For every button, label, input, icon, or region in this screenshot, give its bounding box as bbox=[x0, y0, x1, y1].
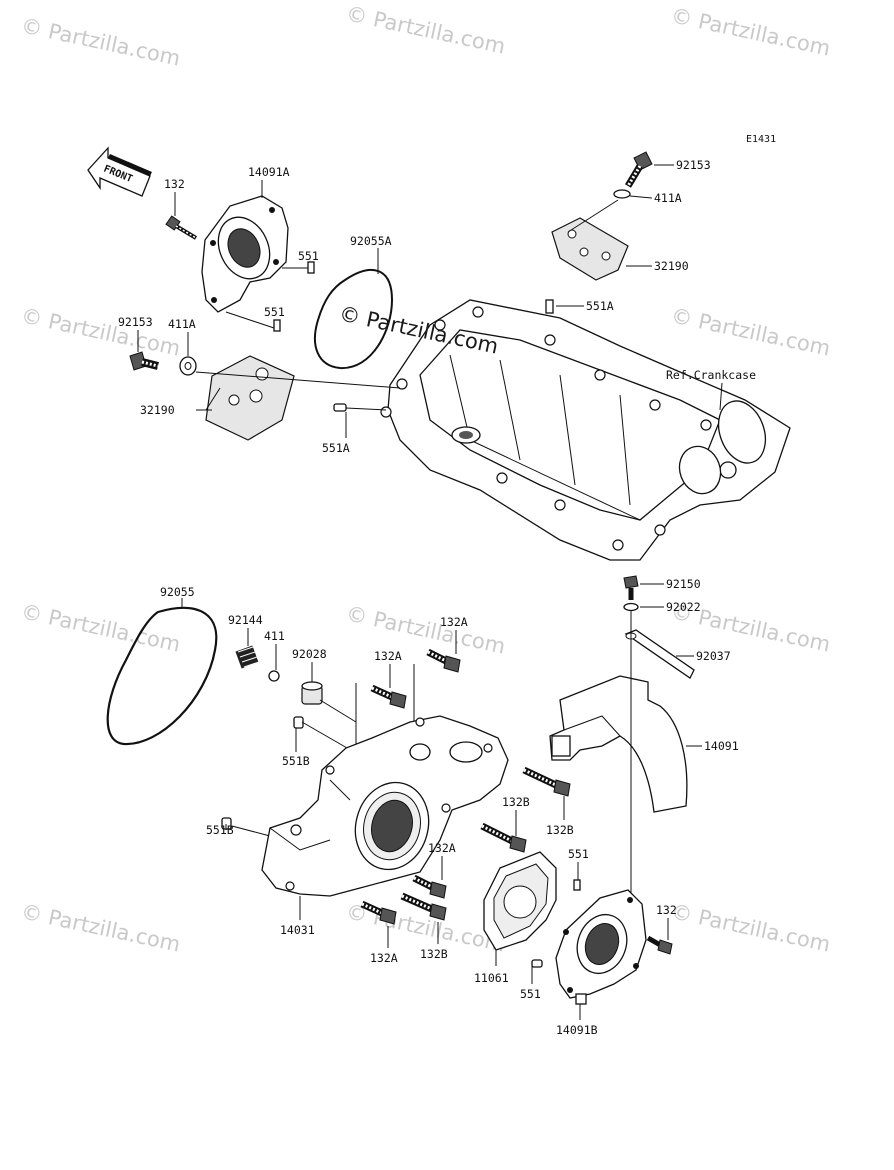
part-label: 14091A bbox=[248, 165, 290, 179]
watermark: © Partzilla.com bbox=[19, 599, 183, 656]
part-label: 92153 bbox=[676, 158, 711, 172]
bracket-32190-top bbox=[551, 217, 629, 281]
part-label: 551 bbox=[298, 249, 319, 263]
part-label: 132A bbox=[440, 615, 468, 629]
watermark: © Partzilla.com bbox=[19, 303, 183, 360]
part-label: 551 bbox=[264, 305, 285, 319]
part-label: 92022 bbox=[666, 600, 701, 614]
front-arrow-icon: FRONT bbox=[87, 146, 152, 197]
part-label: 92153 bbox=[118, 315, 153, 329]
bolt-92153-left bbox=[129, 351, 159, 371]
part-label: 14091B bbox=[556, 1023, 598, 1037]
part-label: 132A bbox=[374, 649, 402, 663]
watermark: © Partzilla.com bbox=[669, 3, 833, 60]
part-label: 92144 bbox=[228, 613, 263, 627]
washer-411A-left bbox=[179, 356, 197, 376]
part-label: 32190 bbox=[140, 403, 175, 417]
spring-92144 bbox=[235, 645, 263, 669]
bolt-132B bbox=[480, 822, 527, 853]
bolt-92150 bbox=[623, 575, 639, 600]
part-label: 92150 bbox=[666, 577, 701, 591]
part-label: 411 bbox=[264, 629, 285, 643]
washer-411A bbox=[613, 189, 631, 199]
bolt-132A bbox=[360, 900, 397, 925]
housing-14031 bbox=[261, 715, 509, 897]
plug-92028 bbox=[301, 681, 323, 705]
pin-551A bbox=[545, 299, 554, 314]
washer-411 bbox=[268, 670, 280, 682]
bolt-132A bbox=[426, 648, 461, 673]
bolt-132-bottom bbox=[646, 935, 673, 955]
bolt-132A bbox=[370, 684, 407, 709]
seal-92055 bbox=[106, 606, 218, 746]
watermark: © Partzilla.com bbox=[669, 899, 833, 956]
bracket-32190-left bbox=[205, 355, 295, 441]
washer-92022 bbox=[623, 602, 639, 612]
pin-551 bbox=[573, 879, 581, 891]
watermark: © Partzilla.com bbox=[669, 303, 833, 360]
diagram-code: E1431 bbox=[746, 134, 776, 145]
part-label: 32190 bbox=[654, 259, 689, 273]
part-label: 92055 bbox=[160, 585, 195, 599]
part-label: 132B bbox=[546, 823, 574, 837]
part-label: 92055A bbox=[350, 234, 392, 248]
part-label: 551A bbox=[586, 299, 614, 313]
part-label: 551A bbox=[322, 441, 350, 455]
part-label: 11061 bbox=[474, 971, 509, 985]
part-label: 551B bbox=[206, 823, 234, 837]
pin-551B bbox=[293, 716, 304, 729]
part-label: 132 bbox=[656, 903, 677, 917]
part-label: 132A bbox=[428, 841, 456, 855]
part-label: 132A bbox=[370, 951, 398, 965]
part-label: 132B bbox=[420, 947, 448, 961]
seal-92055A bbox=[314, 269, 394, 370]
part-label: 411A bbox=[168, 317, 196, 331]
bolt-132B bbox=[400, 892, 447, 921]
cover-14091A bbox=[201, 195, 289, 313]
gasket-11061 bbox=[483, 851, 557, 951]
pin-551 bbox=[531, 959, 543, 968]
bolt-132A bbox=[412, 874, 447, 899]
pin-551 bbox=[273, 319, 281, 332]
part-label: 551 bbox=[520, 987, 541, 1001]
part-label: 132 bbox=[164, 177, 185, 191]
bolt-132B bbox=[522, 766, 571, 797]
watermark: © Partzilla.com bbox=[344, 601, 508, 658]
cover-14091B bbox=[555, 889, 647, 1005]
bolt-92153-top bbox=[624, 151, 653, 188]
watermark: © Partzilla.com bbox=[19, 13, 183, 70]
part-label: 14091 bbox=[704, 739, 739, 753]
part-label: 14031 bbox=[280, 923, 315, 937]
crankcase-reference bbox=[380, 299, 791, 561]
part-label: 92028 bbox=[292, 647, 327, 661]
part-label: 92037 bbox=[696, 649, 731, 663]
part-label: 411A bbox=[654, 191, 682, 205]
watermark: © Partzilla.com bbox=[344, 1, 508, 58]
part-label: 132B bbox=[502, 795, 530, 809]
part-label: 551 bbox=[568, 847, 589, 861]
strap-92037 bbox=[624, 629, 695, 679]
bolt-132-top bbox=[165, 215, 198, 240]
ref-label: Ref.Crankcase bbox=[666, 368, 756, 382]
pin-551A bbox=[333, 403, 347, 412]
watermark: © Partzilla.com bbox=[19, 899, 183, 956]
pin-551 bbox=[307, 261, 315, 274]
guard-14091 bbox=[549, 675, 688, 813]
part-label: 551B bbox=[282, 754, 310, 768]
